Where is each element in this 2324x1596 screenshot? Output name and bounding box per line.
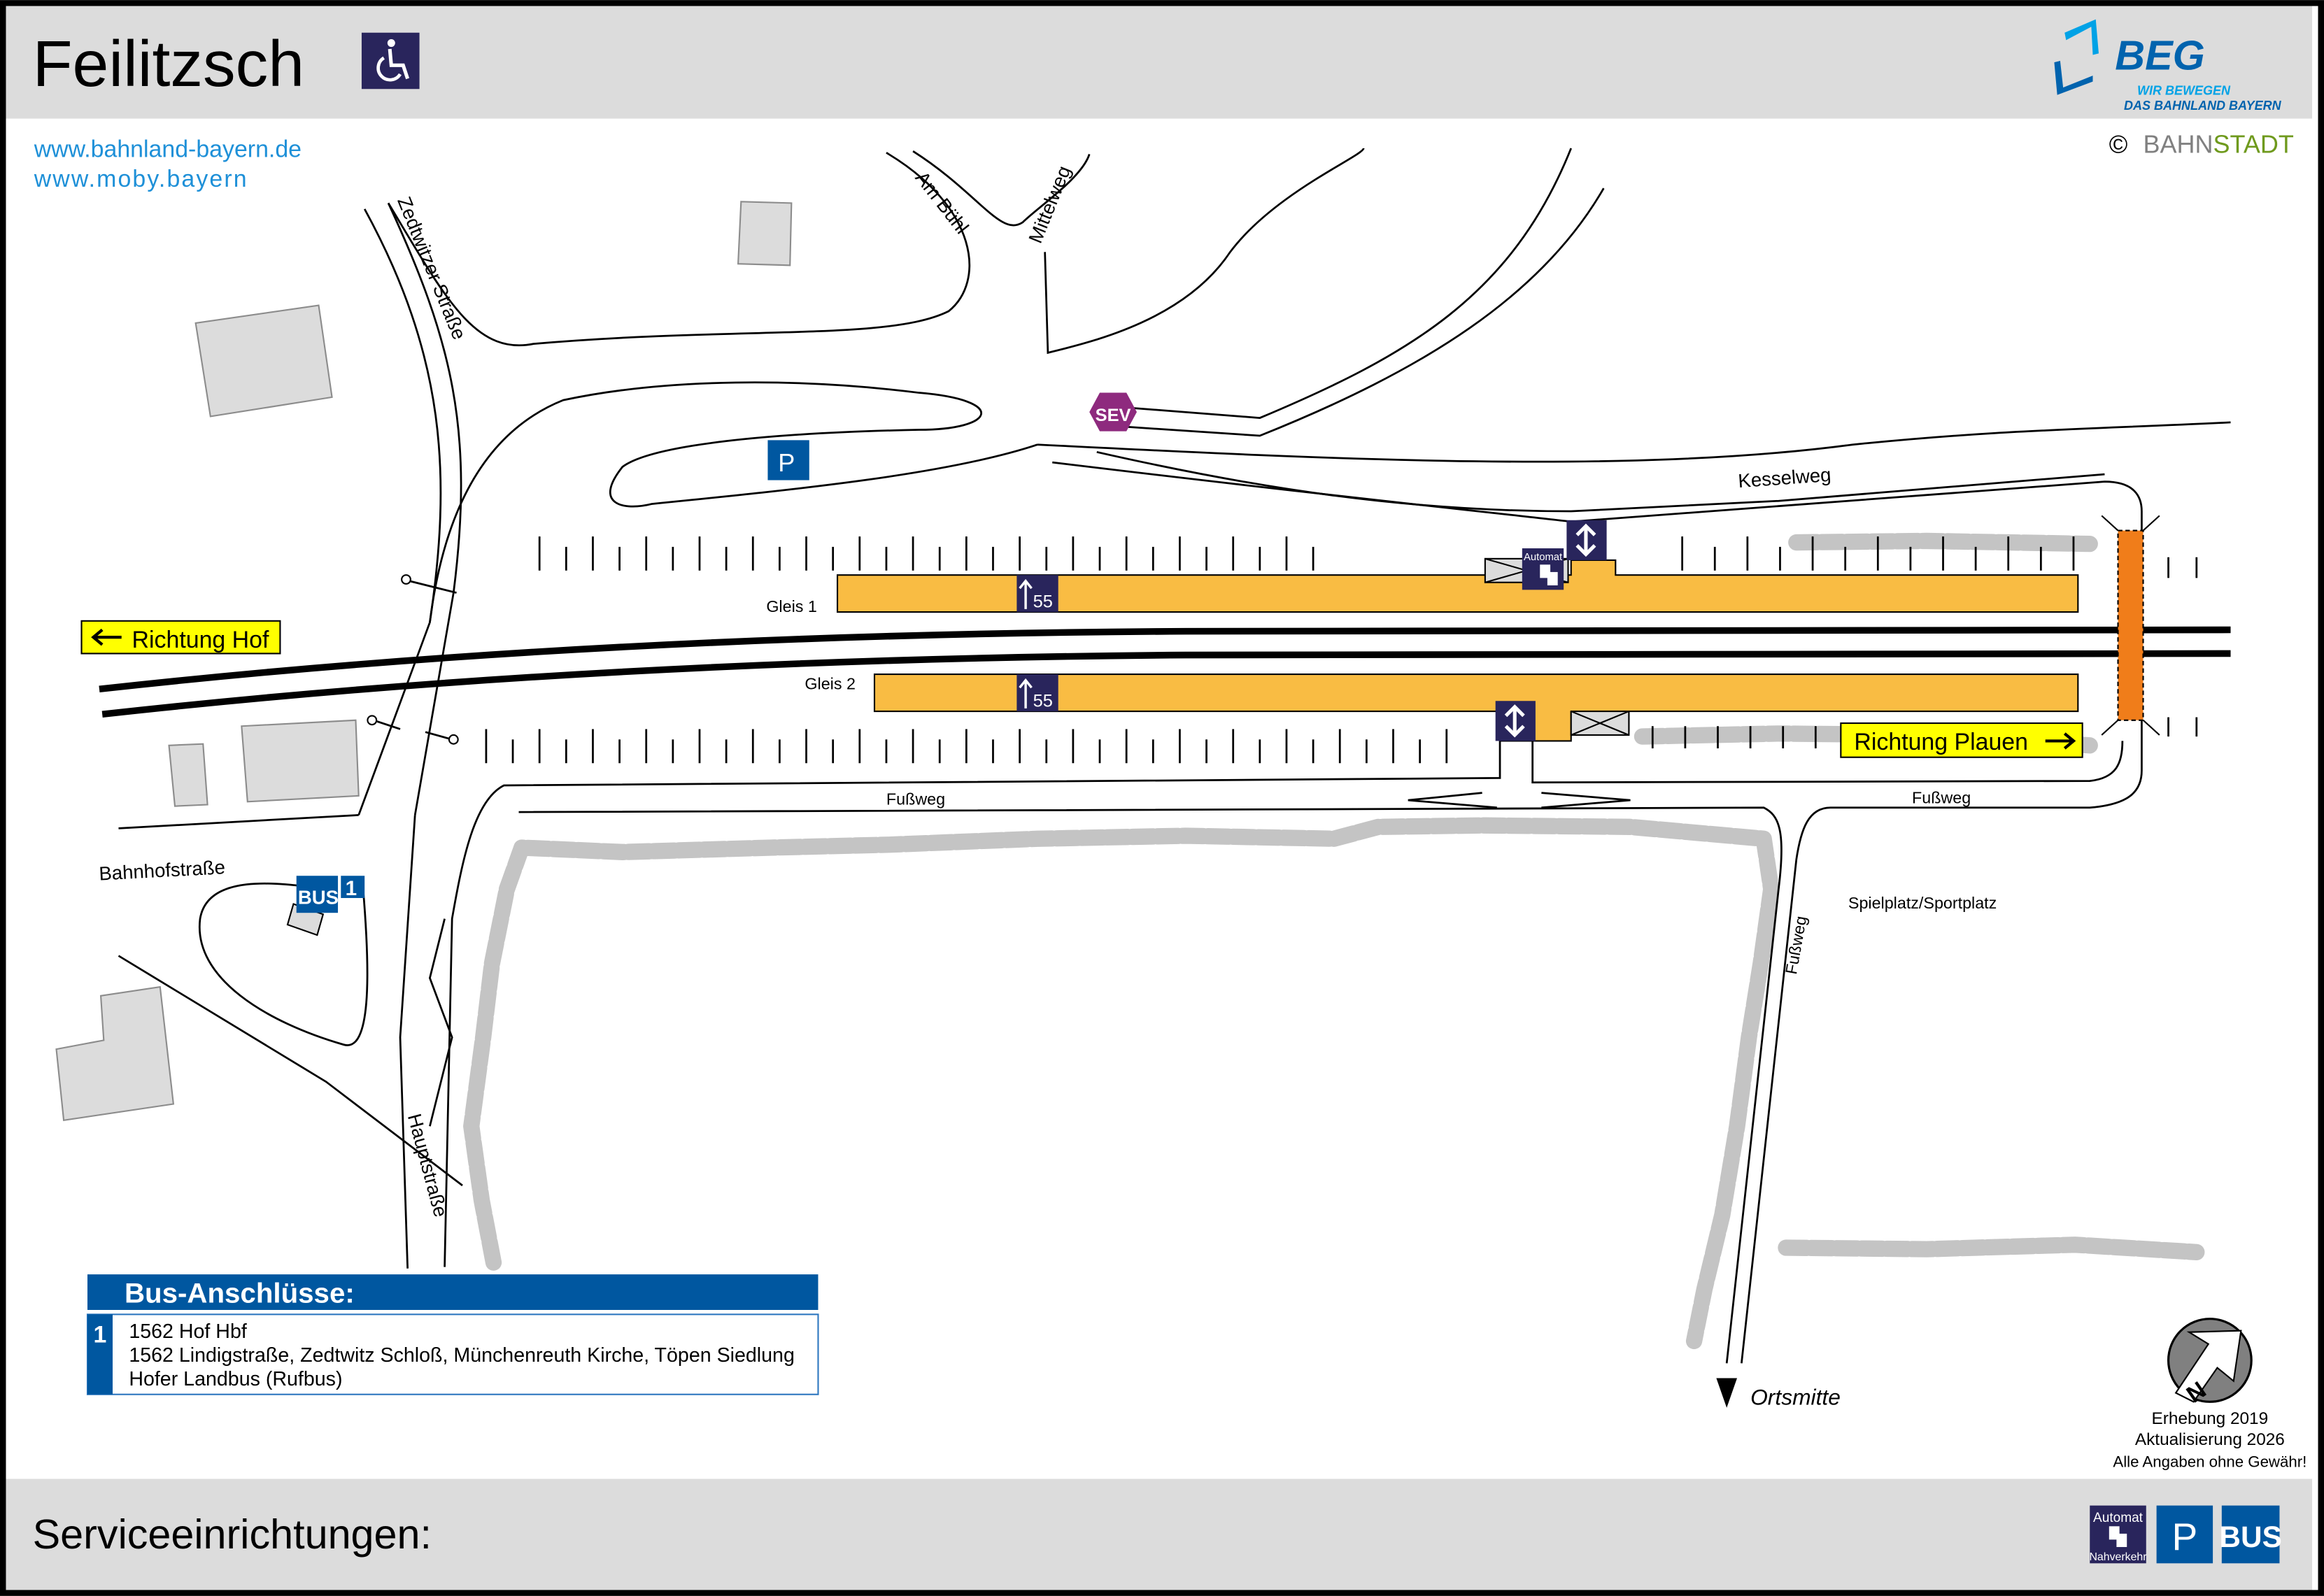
service-ticket-machine-icon: Automat Nahverkehr <box>2089 1505 2147 1564</box>
platform-gleis-1: Gleis 1 55 <box>766 559 2079 615</box>
fence-ticks <box>485 536 2198 764</box>
platform-label: Gleis 1 <box>766 597 817 615</box>
link-bahnland[interactable]: www.bahnland-bayern.de <box>34 136 302 163</box>
elevator-icon <box>1495 701 1536 741</box>
path-fussweg: Fußweg <box>1912 788 1971 806</box>
station-title: Feilitzsch <box>33 27 304 100</box>
shelter-icon <box>1570 711 1630 736</box>
svg-text:55: 55 <box>1033 592 1053 612</box>
bus-connections-panel: Bus-Anschlüsse: 1 1562 Hof Hbf 1562 Lind… <box>86 1274 819 1395</box>
bahnstadt-copyright: © BAHNSTADT <box>2109 129 2294 158</box>
direction-plauen: Richtung Plauen <box>1840 722 2083 758</box>
platform-gleis-2: Gleis 2 55 <box>805 674 2079 742</box>
update-year: Aktualisierung 2026 <box>2135 1430 2285 1449</box>
svg-text:55: 55 <box>1033 692 1053 711</box>
svg-text:Richtung Hof: Richtung Hof <box>132 627 269 653</box>
svg-text:DAS BAHNLAND BAYERN: DAS BAHNLAND BAYERN <box>2124 99 2282 113</box>
platform-height-badge: 55 <box>1016 674 1058 712</box>
ticket-machine-icon: Automat <box>1522 548 1564 590</box>
svg-text:WIR BEWEGEN: WIR BEWEGEN <box>2137 84 2231 98</box>
place-spielplatz: Spielplatz/Sportplatz <box>1848 894 1997 912</box>
svg-text:SEV: SEV <box>1096 406 1131 425</box>
service-parking-icon: P <box>2156 1505 2213 1564</box>
svg-text:Nahverkehr: Nahverkehr <box>2089 1551 2147 1563</box>
svg-text:P: P <box>778 448 795 477</box>
track-2 <box>101 650 2231 718</box>
svg-text:P: P <box>2171 1515 2197 1558</box>
svg-text:Richtung Plauen: Richtung Plauen <box>1854 729 2028 755</box>
bus-line: 1562 Lindigstraße, Zedtwitz Schloß, Münc… <box>129 1344 795 1367</box>
track-1 <box>99 626 2231 693</box>
parking-icon: P <box>767 440 809 480</box>
service-bus-icon: BUS <box>2219 1505 2282 1564</box>
platform-label: Gleis 2 <box>805 674 856 692</box>
survey-year: Erhebung 2019 <box>2152 1409 2269 1428</box>
north-arrow-icon: N <box>2167 1318 2253 1408</box>
header-band <box>6 6 2313 119</box>
svg-text:©: © <box>2109 129 2128 158</box>
bus-stop-number: 1 <box>93 1322 106 1348</box>
wheelchair-icon <box>361 32 420 90</box>
roads <box>118 148 2231 1408</box>
disclaimer: Alle Angaben ohne Gewähr! <box>2113 1453 2307 1471</box>
svg-text:BEG: BEG <box>2115 32 2205 79</box>
bus-line: Hofer Landbus (Rufbus) <box>129 1368 342 1390</box>
direction-hof: Richtung Hof <box>80 620 281 655</box>
level-crossing <box>2101 515 2160 736</box>
svg-text:Automat: Automat <box>1524 552 1563 563</box>
path-fussweg: Fußweg <box>886 790 945 808</box>
bus-stop-icon: BUS 1 <box>286 876 365 936</box>
services-title: Serviceeinrichtungen: <box>33 1511 432 1558</box>
place-ortsmitte: Ortsmitte <box>1750 1385 1841 1410</box>
platform-height-badge: 55 <box>1016 575 1058 613</box>
buildings <box>55 201 793 1122</box>
svg-text:BAHNSTADT: BAHNSTADT <box>2144 129 2294 158</box>
beg-logo: BEG WIR BEWEGEN DAS BAHNLAND BAYERN <box>2054 19 2282 113</box>
footer-band <box>6 1479 2313 1590</box>
bus-connections-title: Bus-Anschlüsse: <box>125 1277 355 1309</box>
link-moby[interactable]: www.moby.bayern <box>34 166 248 192</box>
svg-text:1: 1 <box>346 877 357 900</box>
elevator-icon <box>1566 520 1607 560</box>
sev-stop-icon: SEV <box>1089 392 1137 432</box>
svg-text:BUS: BUS <box>298 886 339 908</box>
bus-line: 1562 Hof Hbf <box>129 1320 247 1343</box>
svg-text:Automat: Automat <box>2093 1511 2144 1525</box>
svg-text:BUS: BUS <box>2219 1520 2281 1553</box>
